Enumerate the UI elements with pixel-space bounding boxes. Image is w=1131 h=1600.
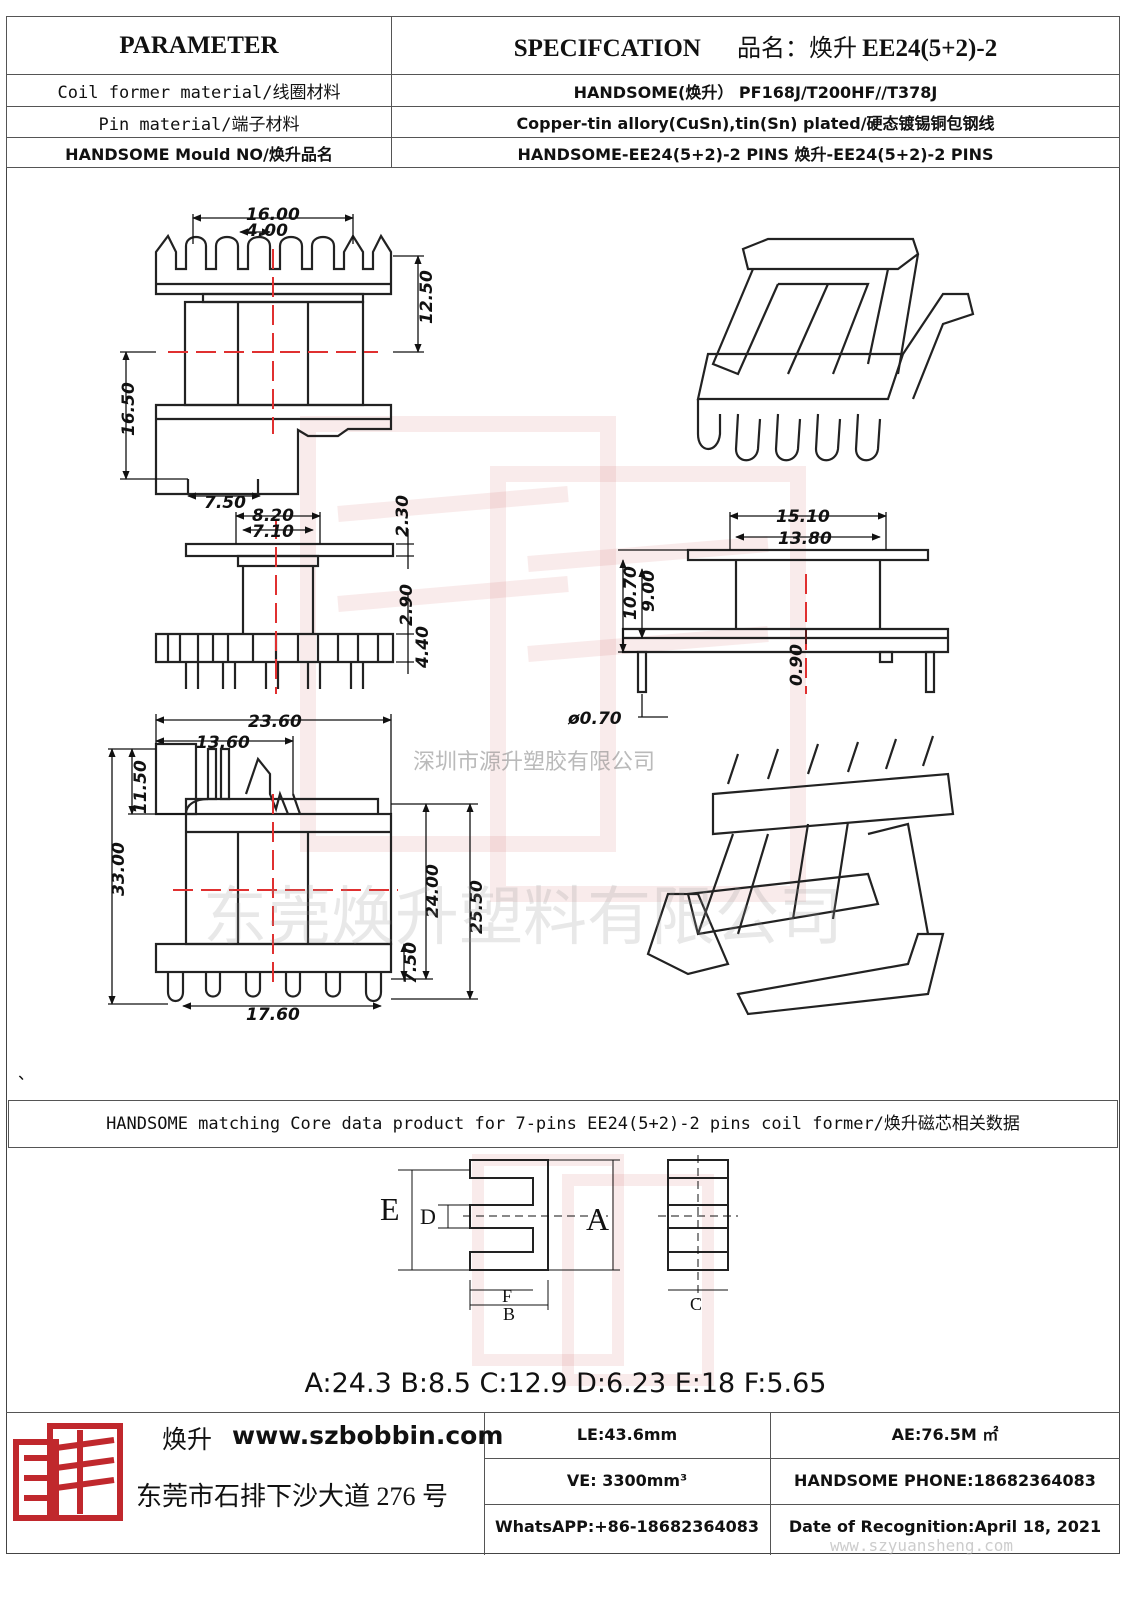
dim-16-00: 16.00 <box>246 205 300 225</box>
parameter-title: PARAMETER <box>119 31 279 59</box>
footer-ve: VE: 3300mm³ <box>566 1471 688 1490</box>
dim-pin-diameter: ø0.70 <box>567 709 622 729</box>
core-label-a: A <box>586 1201 609 1237</box>
dim-23-60: 23.60 <box>248 712 302 732</box>
footer-ae: AE:76.5M ㎡ <box>891 1425 999 1444</box>
isometric-view-bottom <box>646 735 955 1016</box>
specification-header: SPECIFCATION 品名：焕升 EE24(5+2)-2 <box>391 16 1120 75</box>
dim-7-10: 7.10 <box>252 522 294 542</box>
footer-brand: 焕升 <box>162 1427 213 1454</box>
company-logo <box>13 1423 123 1521</box>
footer-le: LE:43.6mm <box>576 1425 678 1444</box>
dim-2-90: 2.90 <box>397 584 417 626</box>
dim-10-70: 10.70 <box>621 566 641 620</box>
core-data-title: HANDSOME matching Core data product for … <box>8 1100 1118 1148</box>
core-label-b: B <box>503 1304 515 1324</box>
spec-title: SPECIFCATION <box>513 35 701 62</box>
footer-website: www.szbobbin.com <box>232 1421 504 1450</box>
parameter-header: PARAMETER <box>6 16 392 75</box>
watermark-company-shenzhen: 深圳市源升塑胶有限公司 <box>413 750 655 775</box>
dim-11-50: 11.50 <box>131 760 151 814</box>
watermark-url: www.szyuansheng.com <box>830 1536 1014 1555</box>
pin-material-label: Pin material/端子材料 <box>6 106 392 138</box>
coil-material-value: HANDSOME(焕升） PF168J/T200HF//T378J <box>391 74 1120 107</box>
front-view <box>621 548 950 694</box>
technical-drawing: 16.00 4.00 12.50 16.50 7.50 8.20 7.10 2.… <box>18 205 975 1083</box>
dim-12-50: 12.50 <box>417 270 437 324</box>
dim-33-00: 33.00 <box>109 842 129 896</box>
pin-material-value: Copper-tin allory(CuSn),tin(Sn) plated/硬… <box>391 106 1120 138</box>
core-values-line: A:24.3 B:8.5 C:12.9 D:6.23 E:18 F:5.65 <box>304 1368 827 1399</box>
footer-date: Date of Recognition:April 18, 2021 <box>788 1517 1102 1536</box>
watermark-company-dongguan: 东莞焕升塑料有限公司 <box>203 881 843 955</box>
bottom-view-dimension-lines <box>108 714 478 1010</box>
dim-4-40: 4.40 <box>413 626 433 669</box>
footer-table: 焕升 www.szbobbin.com 东莞市石排下沙大道 276 号 LE:4… <box>6 1412 1120 1555</box>
dim-25-50: 25.50 <box>467 880 487 934</box>
mould-no-label: HANDSOME Mould NO/焕升品名 <box>6 137 392 168</box>
side-view <box>154 542 395 689</box>
product-name-value: EE24(5+2)-2 <box>862 35 998 62</box>
dim-7-50-bottom: 7.50 <box>401 942 421 984</box>
core-label-d: D <box>420 1204 436 1229</box>
core-label-c: C <box>690 1294 702 1314</box>
product-name-label: 品名：焕升 <box>737 36 858 62</box>
dim-0-90: 0.90 <box>787 644 807 686</box>
front-view-dimension-lines <box>618 512 887 718</box>
bottom-view-centerlines <box>173 794 398 989</box>
dim-13-80: 13.80 <box>778 529 832 549</box>
footer-phone: HANDSOME PHONE:18682364083 <box>794 1471 1096 1490</box>
dim-4-00: 4.00 <box>245 221 288 241</box>
core-label-e: E <box>380 1191 400 1227</box>
dim-9-00: 9.00 <box>639 570 659 612</box>
dim-17-60: 17.60 <box>246 1005 300 1025</box>
core-dimension-lines <box>398 1155 738 1310</box>
stray-tick-mark: 、 <box>18 1064 34 1083</box>
dim-13-60: 13.60 <box>196 733 250 753</box>
dim-2-30: 2.30 <box>393 495 413 537</box>
dim-8-20: 8.20 <box>252 506 294 526</box>
core-diagram: E D A F B C <box>380 1154 738 1386</box>
dim-24-00: 24.00 <box>423 864 443 918</box>
dim-15-10: 15.10 <box>776 507 830 527</box>
side-view-dimension-lines <box>235 512 414 674</box>
coil-material-label: Coil former material/线圈材料 <box>6 74 392 107</box>
core-label-f: F <box>502 1286 512 1306</box>
background-logo-watermark <box>300 416 806 902</box>
footer-whatsapp: WhatsAPP:+86-18682364083 <box>494 1517 759 1536</box>
isometric-view-top <box>696 237 975 462</box>
footer-address: 东莞市石排下沙大道 276 号 <box>136 1482 449 1511</box>
dim-16-50: 16.50 <box>119 382 139 436</box>
top-view-dimension-lines <box>120 214 424 500</box>
mould-no-value: HANDSOME-EE24(5+2)-2 PINS 焕升-EE24(5+2)-2… <box>391 137 1120 168</box>
spec-header-table: PARAMETER SPECIFCATION 品名：焕升 EE24(5+2)-2… <box>6 16 1120 168</box>
dim-7-50-top: 7.50 <box>204 493 246 513</box>
top-view-centerlines <box>168 249 378 434</box>
